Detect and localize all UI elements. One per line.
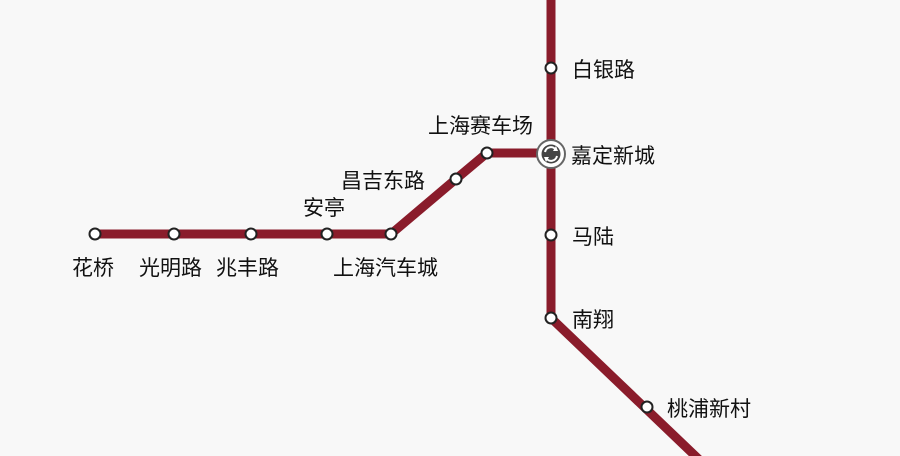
station-label: 上海赛车场: [428, 114, 533, 138]
station-marker: [449, 172, 463, 186]
station-marker: [544, 228, 558, 242]
station-zhaofenglu[interactable]: 兆丰路: [216, 227, 279, 281]
station-label: 花桥: [72, 256, 114, 280]
station-shanghaisaichechang[interactable]: 上海赛车场: [428, 114, 533, 160]
station-label: 桃浦新村: [667, 397, 751, 421]
station-label: 马陆: [572, 225, 614, 249]
station-label: 白银路: [572, 58, 635, 82]
station-marker: [480, 146, 494, 160]
station-baiyinlu[interactable]: 白银路: [544, 58, 636, 82]
track-southeast: [546, 313, 702, 456]
station-marker: [167, 227, 181, 241]
station-marker: [320, 227, 334, 241]
station-changjidonglu[interactable]: 昌吉东路: [341, 169, 463, 193]
station-label: 上海汽车城: [333, 256, 438, 280]
track-west-branch: [90, 148, 556, 239]
station-marker: [384, 227, 398, 241]
station-huaqiao[interactable]: 花桥: [72, 227, 114, 281]
station-label: 嘉定新城: [571, 144, 655, 168]
station-malu[interactable]: 马陆: [544, 225, 615, 249]
station-label: 南翔: [572, 308, 614, 332]
station-jiadingxincheng[interactable]: 嘉定新城: [536, 139, 655, 169]
station-anting[interactable]: 安亭: [303, 196, 345, 241]
station-label: 光明路: [139, 256, 202, 280]
station-marker: [88, 227, 102, 241]
station-marker: [544, 61, 558, 75]
station-label: 昌吉东路: [341, 169, 425, 193]
station-marker: [640, 400, 654, 414]
station-marker: [544, 311, 558, 325]
station-label: 兆丰路: [216, 256, 279, 280]
station-guangminglu[interactable]: 光明路: [139, 227, 202, 281]
stations: 白银路 嘉定新城 上海赛车场 昌吉东路 安亭: [72, 58, 751, 421]
station-taopuxincun[interactable]: 桃浦新村: [640, 397, 752, 421]
station-shanghaiqichecheng[interactable]: 上海汽车城: [333, 227, 438, 281]
station-marker: [244, 227, 258, 241]
station-label: 安亭: [303, 196, 345, 220]
station-nanxiang[interactable]: 南翔: [544, 308, 615, 332]
transfer-arrows-icon: [541, 144, 561, 164]
